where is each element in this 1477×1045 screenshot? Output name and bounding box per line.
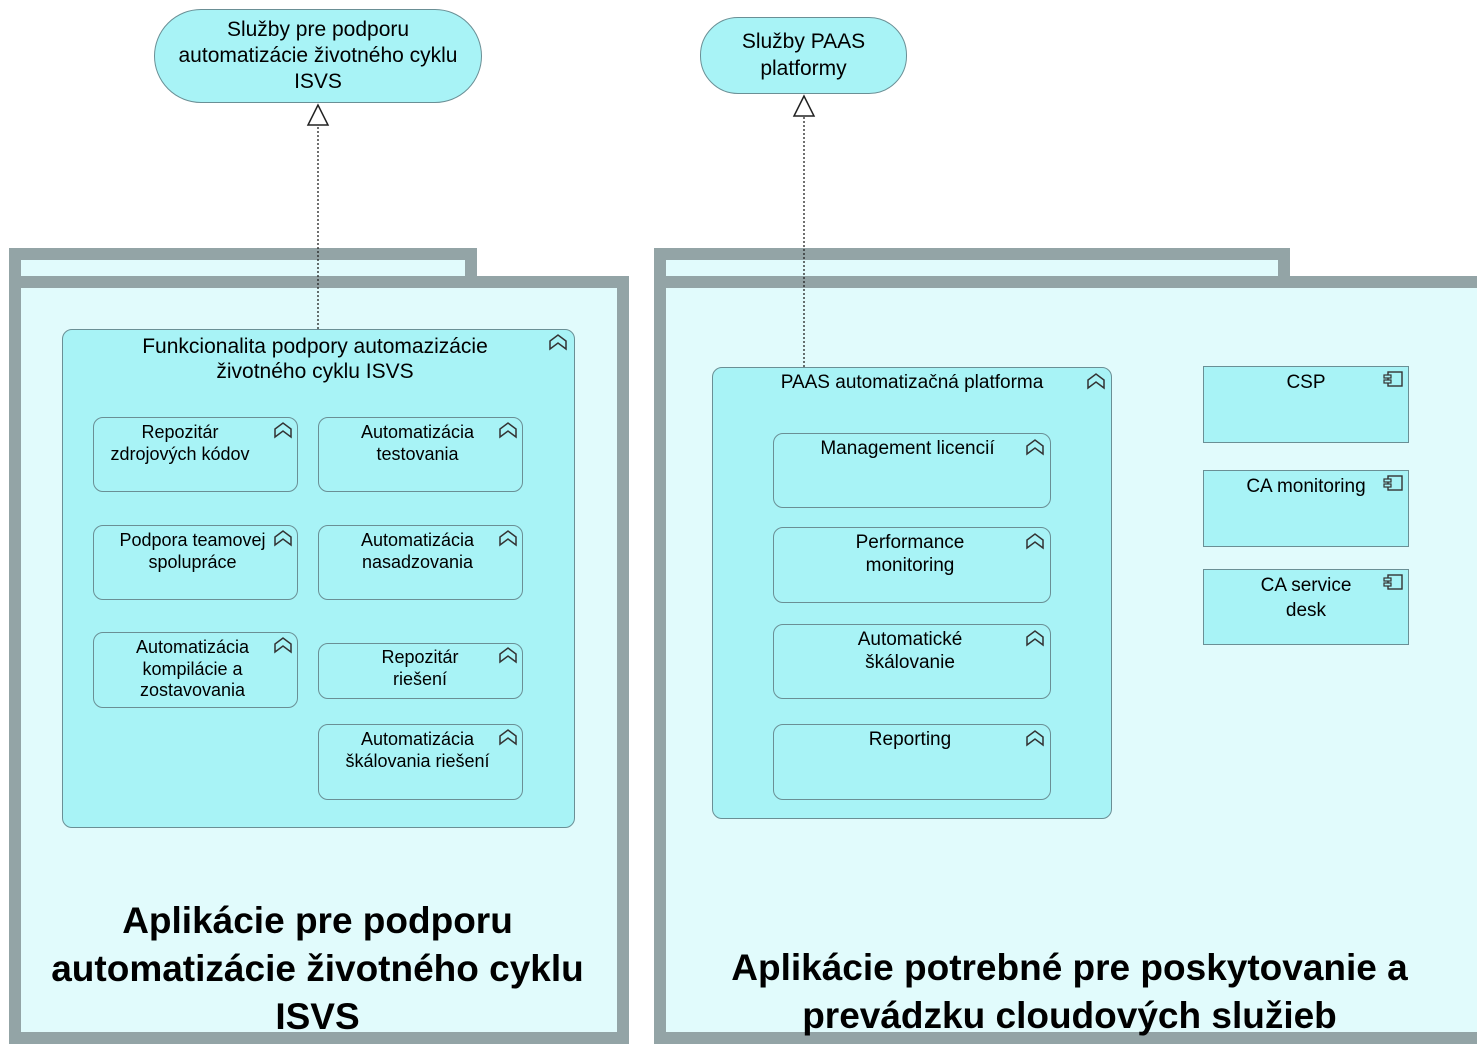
component-ca-service-desk[interactable] (1203, 569, 1409, 645)
function-performance-monitoring[interactable] (773, 527, 1051, 603)
function-team-collaboration[interactable] (93, 525, 298, 600)
function-license-management[interactable] (773, 433, 1051, 508)
function-source-repo-label: Repozitár zdrojových kódov (110, 422, 250, 464)
function-source-repo[interactable] (93, 417, 298, 492)
function-build-automation-label: Automatizácia kompilácie a zostavovania (135, 637, 250, 701)
function-test-automation-label: Automatizácia testovania (360, 422, 475, 464)
function-chevron-icon (1026, 730, 1044, 747)
function-reporting-label: Reporting (868, 729, 952, 750)
right-group-label: PAAS automatizačná platforma (780, 372, 1044, 393)
function-performance-monitoring-label: Performance monitoring (855, 532, 965, 576)
function-deploy-automation-label: Automatizácia nasadzovania (360, 530, 475, 572)
function-scaling-automation[interactable] (318, 724, 523, 800)
function-deploy-automation[interactable] (318, 525, 523, 600)
function-chevron-icon (1026, 439, 1044, 456)
function-chevron-icon (1087, 373, 1105, 390)
function-auto-scaling[interactable] (773, 624, 1051, 699)
function-auto-scaling-label: Automatické škálovanie (857, 629, 963, 673)
function-team-collaboration-label: Podpora teamovej spolupráce (119, 530, 266, 572)
function-chevron-icon (274, 422, 292, 439)
service-lifecycle-automation-label: Služby pre podporu automatizácie životné… (178, 17, 458, 94)
component-csp-label: CSP (1286, 372, 1326, 393)
component-icon (1383, 574, 1403, 590)
component-ca-monitoring[interactable] (1203, 470, 1409, 547)
service-paas-platform[interactable]: Služby PAAS platformy (700, 17, 907, 94)
function-chevron-icon (1026, 533, 1044, 550)
right-package-title: Aplikácie potrebné pre poskytovanie a pr… (731, 947, 1408, 1037)
left-group-label: Funkcionalita podpory automazizácie živo… (142, 335, 488, 384)
function-chevron-icon (499, 422, 517, 439)
function-chevron-icon (499, 647, 517, 664)
function-scaling-automation-label: Automatizácia škálovania riešení (345, 729, 490, 771)
left-package-title: Aplikácie pre podporu automatizácie živo… (51, 900, 584, 1038)
component-csp[interactable] (1203, 366, 1409, 443)
function-reporting[interactable] (773, 724, 1051, 800)
function-solution-repo[interactable] (318, 643, 523, 699)
component-icon (1383, 371, 1403, 387)
component-ca-service-desk-label: CA service desk (1260, 575, 1352, 621)
function-license-management-label: Management licencií (820, 438, 995, 459)
function-chevron-icon (499, 729, 517, 746)
function-chevron-icon (549, 334, 567, 351)
function-chevron-icon (274, 637, 292, 654)
function-solution-repo-label: Repozitár riešení (381, 647, 459, 689)
function-chevron-icon (274, 530, 292, 547)
function-chevron-icon (499, 530, 517, 547)
service-lifecycle-automation[interactable]: Služby pre podporu automatizácie životné… (154, 9, 482, 103)
service-paas-platform-label: Služby PAAS platformy (741, 30, 866, 80)
function-build-automation[interactable] (93, 632, 298, 708)
component-ca-monitoring-label: CA monitoring (1246, 476, 1366, 497)
function-chevron-icon (1026, 630, 1044, 647)
function-test-automation[interactable] (318, 417, 523, 492)
component-icon (1383, 475, 1403, 491)
